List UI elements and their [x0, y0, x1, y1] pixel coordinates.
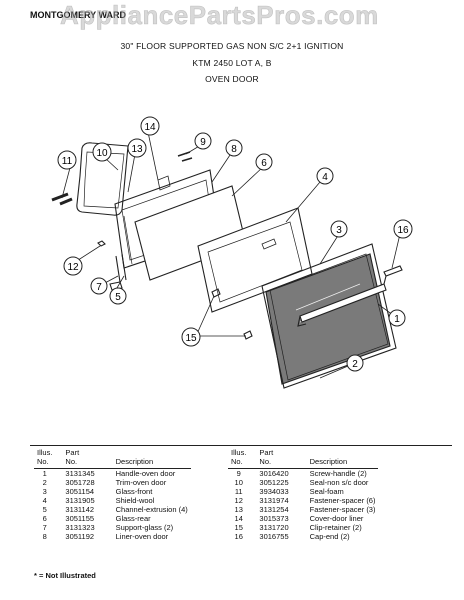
oven-door-handle: [299, 283, 387, 323]
door-trim: [261, 243, 397, 389]
callout-6: 6: [255, 153, 273, 171]
callout-10: 10: [92, 142, 112, 162]
callout-label: 7: [96, 282, 102, 293]
callout-5: 5: [109, 287, 127, 305]
retainer-clip: [211, 288, 253, 340]
callout-label: 11: [62, 156, 73, 167]
callout-label: 9: [200, 137, 206, 148]
callout-label: 3: [336, 225, 342, 236]
callout-label: 10: [96, 148, 108, 159]
callout-label: 2: [352, 359, 358, 370]
col-description: Description: [97, 448, 191, 469]
col-illus-no: Illus.No.: [34, 448, 56, 469]
model-line: 30" FLOOR SUPPORTED GAS NON S/C 2+1 IGNI…: [120, 41, 344, 51]
col-illus-no: Illus.No.: [228, 448, 250, 469]
glass-support: [109, 281, 123, 291]
callout-label: 15: [185, 333, 197, 344]
foam-seal: [51, 192, 73, 206]
door-seal: [76, 142, 129, 216]
callout-8: 8: [225, 139, 243, 157]
lot-line: KTM 2450 LOT A, B: [192, 58, 272, 68]
callout-label: 13: [131, 144, 143, 155]
callout-label: 8: [231, 144, 237, 155]
watermark: AppliancePartsPros.com: [60, 0, 379, 30]
handle-end-cap: [383, 265, 403, 277]
callout-12: 12: [63, 256, 83, 276]
callout-label: 16: [397, 225, 409, 236]
col-description: Description: [291, 448, 379, 469]
table-top-rule: [30, 445, 452, 446]
callout-9: 9: [194, 132, 212, 150]
callout-label: 12: [67, 262, 79, 273]
callout-2: 2: [346, 354, 364, 372]
oven-door-exploded-diagram: 1 2 3 4 5 6 7 8 9 10 11 12 13 14 15 16: [51, 116, 413, 389]
callout-label: 14: [144, 122, 156, 133]
callout-13: 13: [127, 138, 147, 158]
brand-name: MONTGOMERY WARD: [30, 10, 126, 20]
section-title: OVEN DOOR: [205, 74, 259, 84]
callout-11: 11: [57, 150, 77, 170]
handle-screws: [177, 151, 193, 162]
callout-1: 1: [388, 309, 406, 327]
fastener-spacer: [97, 240, 106, 247]
not-illustrated-footnote: * = Not Illustrated: [34, 571, 96, 580]
callout-label: 6: [261, 158, 267, 169]
shield-clip: [261, 238, 277, 250]
callout-4: 4: [316, 167, 334, 185]
callout-14: 14: [140, 116, 160, 136]
liner-cover: [157, 175, 171, 191]
channel-extrusion: [115, 253, 127, 283]
callout-7: 7: [90, 277, 108, 295]
callout-3: 3: [330, 220, 348, 238]
callout-label: 5: [115, 292, 121, 303]
callout-label: 4: [322, 172, 328, 183]
callout-label: 1: [394, 314, 400, 325]
callout-16: 16: [393, 219, 413, 239]
callout-15: 15: [181, 327, 201, 347]
